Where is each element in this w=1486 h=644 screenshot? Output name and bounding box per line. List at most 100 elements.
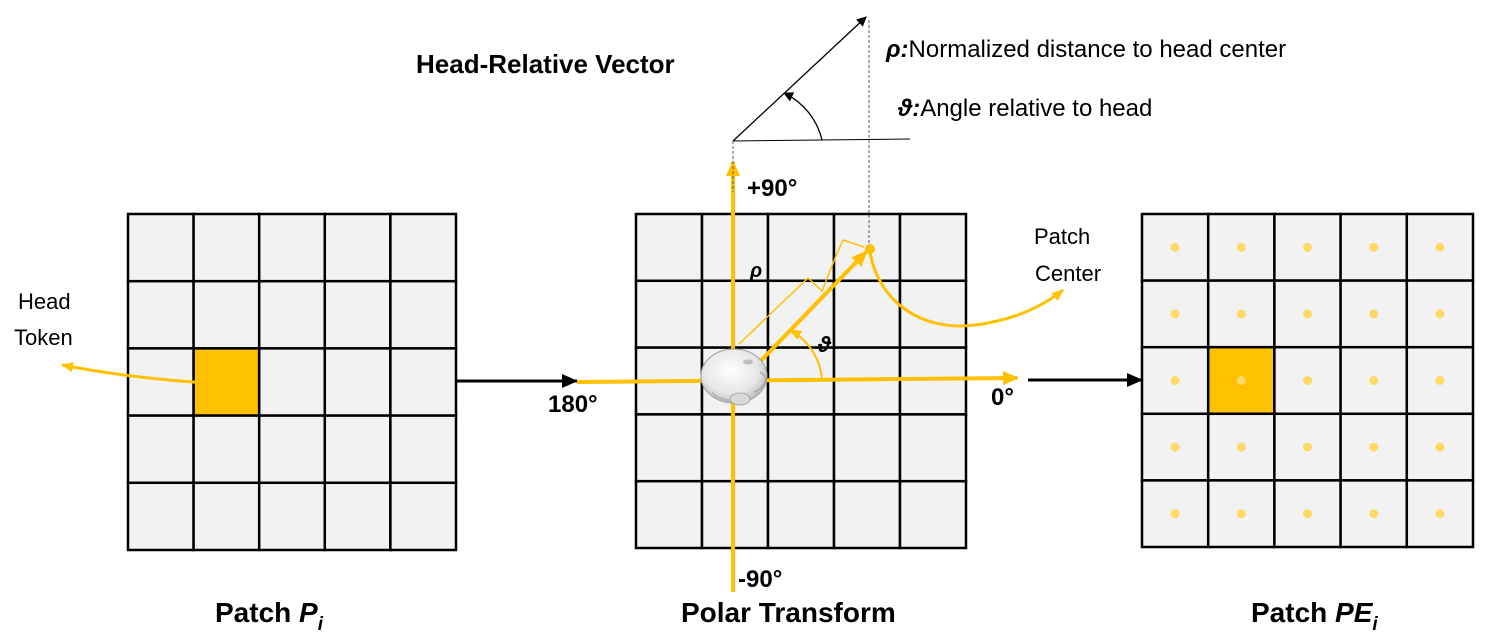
polar-vector <box>750 250 868 372</box>
patch-center-dot <box>1170 376 1180 385</box>
axis-horizontal <box>576 371 1019 386</box>
grid-cell <box>257 347 327 417</box>
angle-label-180: 180° <box>548 391 598 418</box>
grid-cell <box>634 413 704 483</box>
patch-center-dot <box>1236 242 1246 252</box>
grid-cell <box>257 212 327 283</box>
patch-center-dot <box>1303 376 1312 385</box>
grid-cell <box>257 481 327 552</box>
grid-cell <box>389 347 458 417</box>
grid-cell <box>634 212 704 283</box>
patch-center-dot <box>1303 242 1312 252</box>
grid-cell <box>192 414 261 485</box>
grid-cell <box>323 414 392 485</box>
rho-definition-text: Normalized distance to head center <box>909 36 1287 63</box>
theta-label: ϑ <box>817 332 832 357</box>
grid-cell <box>832 413 902 483</box>
patch-center-dot <box>1369 376 1379 385</box>
theta-definition-symbol: ϑ: <box>897 95 920 122</box>
patch-center-dot <box>865 244 875 254</box>
patch-center-dot <box>1435 376 1445 385</box>
caption-patch-pi-main: Patch <box>215 597 299 628</box>
head-relative-vector-title: Head-Relative Vector <box>416 49 675 79</box>
grid-cell <box>126 212 195 283</box>
angle-label-plus90: +90° <box>747 175 797 202</box>
grid-cell <box>389 212 458 283</box>
patch-center-dot <box>1170 509 1180 519</box>
grid-cell <box>192 212 261 283</box>
patch-center-dot <box>1435 509 1445 519</box>
grid-cell <box>257 414 327 485</box>
patch-center-dot <box>1435 442 1445 452</box>
caption-patch-pei-main: Patch <box>1251 597 1335 628</box>
patch-center-dot <box>1369 509 1379 519</box>
patch-center-dot <box>1236 309 1246 319</box>
grid-cell <box>898 479 968 550</box>
grid-cell <box>832 479 902 550</box>
patch-center-dot <box>1303 309 1312 319</box>
theta-definition-text: Angle relative to head <box>920 95 1152 122</box>
patch-center-dot <box>1303 509 1312 519</box>
patch-center-dot <box>1435 309 1445 319</box>
grid-cell <box>766 479 836 550</box>
head-relative-vector-inset <box>732 16 911 245</box>
patch-center-dot <box>1236 376 1246 385</box>
caption-patch-pei: Patch PEi <box>1251 597 1378 635</box>
patch-grid-left <box>126 212 458 552</box>
head-icon <box>700 348 768 406</box>
grid-cell <box>634 279 704 349</box>
rho-definition: ρ:Normalized distance to head center <box>885 36 1286 63</box>
rho-definition-symbol: ρ: <box>885 36 909 63</box>
grid-cell <box>323 481 392 552</box>
rho-label: ρ <box>749 260 762 282</box>
grid-cell <box>766 413 836 483</box>
grid-cell <box>766 212 836 283</box>
head-token-label-line1: Head <box>18 289 71 314</box>
patch-center-dot <box>1170 242 1180 252</box>
caption-patch-pi: Patch Pi <box>215 597 324 635</box>
grid-cell <box>389 481 458 552</box>
patch-center-dot <box>1303 442 1312 452</box>
grid-cell <box>257 279 327 350</box>
rho-bracket <box>738 239 865 345</box>
inset-angle-arc <box>783 92 823 141</box>
grid-cell <box>898 346 968 416</box>
patch-center-label-line1: Patch <box>1034 224 1090 249</box>
patch-center-dot <box>1236 509 1246 519</box>
grid-cell <box>1405 412 1475 482</box>
angle-label-0: 0° <box>991 384 1014 411</box>
inset-vector <box>732 16 867 142</box>
patch-center-dot <box>1170 442 1180 452</box>
caption-patch-pei-italic: PE <box>1335 597 1374 628</box>
patch-grid-middle <box>634 212 968 550</box>
patch-grid-right <box>1140 212 1475 549</box>
grid-cell <box>898 212 968 283</box>
head-token-label-line2: Token <box>14 325 73 350</box>
grid-cell <box>323 347 392 417</box>
patch-center-label-line2: Center <box>1035 261 1101 286</box>
grid-cell <box>389 279 458 350</box>
caption-patch-pi-sub: i <box>318 614 324 635</box>
head-token-pointer <box>61 362 227 386</box>
patch-center-dot <box>1435 242 1445 252</box>
grid-cell <box>126 279 195 350</box>
caption-polar-transform: Polar Transform <box>681 597 896 628</box>
grid-cell <box>126 481 195 552</box>
grid-cell <box>323 279 392 350</box>
patch-center-dot <box>1369 309 1379 319</box>
grid-cell <box>192 279 261 350</box>
grid-cell <box>126 414 195 485</box>
grid-cell <box>634 479 704 550</box>
patch-center-dot <box>1236 442 1246 452</box>
grid-cell <box>192 481 261 552</box>
patch-center-dot <box>1170 309 1180 319</box>
patch-center-dot <box>1369 442 1379 452</box>
grid-cell <box>323 212 392 283</box>
grid-cell <box>389 414 458 485</box>
theta-arc <box>789 329 823 381</box>
grid-cell <box>832 279 902 349</box>
caption-patch-pei-sub: i <box>1372 614 1378 635</box>
patch-center-pointer <box>868 251 1064 328</box>
grid-cell <box>898 413 968 483</box>
